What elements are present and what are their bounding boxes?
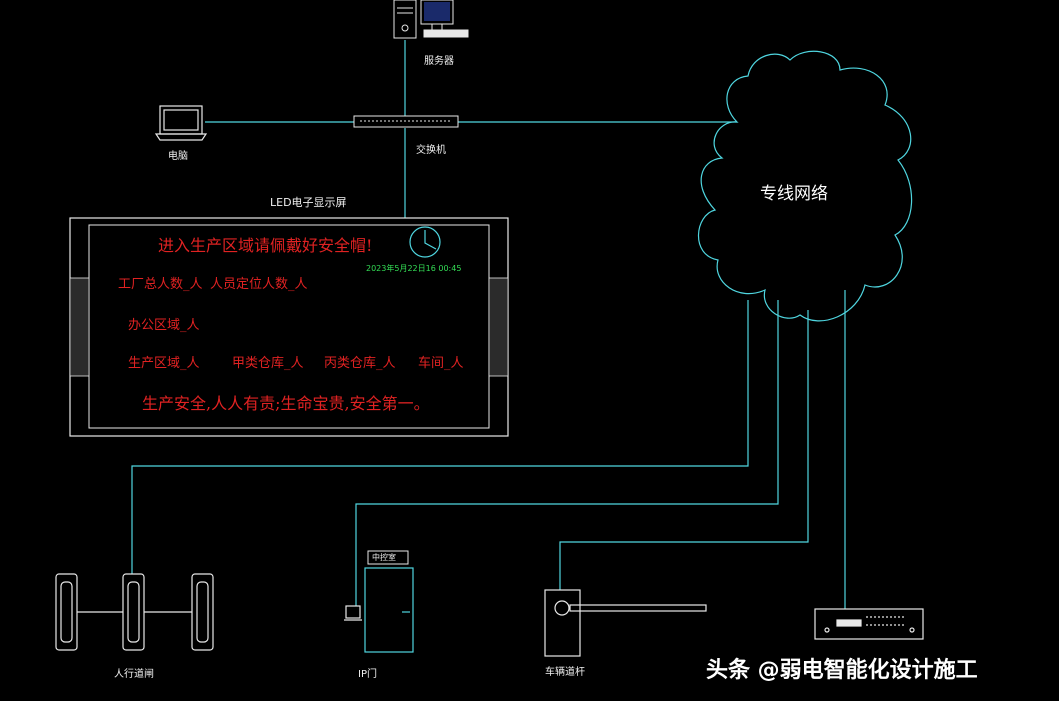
computer-label: 电脑 [168,151,188,162]
wire-cloud-barrier [559,310,809,590]
led-line-positioned: 人员定位人数_人 [210,277,308,292]
led-datetime: 2023年5月22日16 00:45 [366,264,462,273]
wire-cloud-door [355,300,779,606]
led-line-workshop: 车间_人 [418,356,464,371]
led-line-production: 生产区域_人 [128,356,200,371]
led-display-frame [69,217,509,437]
watermark: 头条 @弱电智能化设计施工 [706,658,978,683]
led-line-factory: 工厂总人数_人 [118,277,203,292]
cloud-icon [697,50,913,322]
led-title-label: LED电子显示屏 [270,196,347,209]
ip-door-label: IP门 [358,669,377,680]
network-label: 专线网络 [760,184,828,204]
wire-cloud-gate [131,300,749,574]
connection-wires [131,40,846,609]
led-line-warehouse-c: 丙类仓库_人 [324,356,396,371]
led-headline: 进入生产区域请佩戴好安全帽! [158,236,373,255]
clock-icon [409,226,441,258]
laptop-icon [154,105,208,141]
led-line-warehouse-a: 甲类仓库_人 [232,356,304,371]
switch-icon [353,115,459,128]
barrier-gate-icon [544,589,707,657]
door-icon [344,567,414,653]
vehicle-barrier-label: 车辆道杆 [545,667,585,678]
door-tag-box [367,550,409,565]
server-label: 服务器 [424,56,454,67]
server-icon [393,0,469,39]
pedestrian-gate-label: 人行道闸 [114,669,154,680]
switch-label: 交换机 [416,145,446,156]
turnstile-icon [55,573,214,651]
rack-host-icon [814,608,924,640]
led-speaker-right [488,277,509,377]
led-speaker-left [69,277,90,377]
door-tag-label: 中控室 [372,553,396,562]
led-line-office: 办公区域_人 [128,318,200,333]
led-slogan: 生产安全,人人有责;生命宝贵,安全第一。 [142,394,430,413]
